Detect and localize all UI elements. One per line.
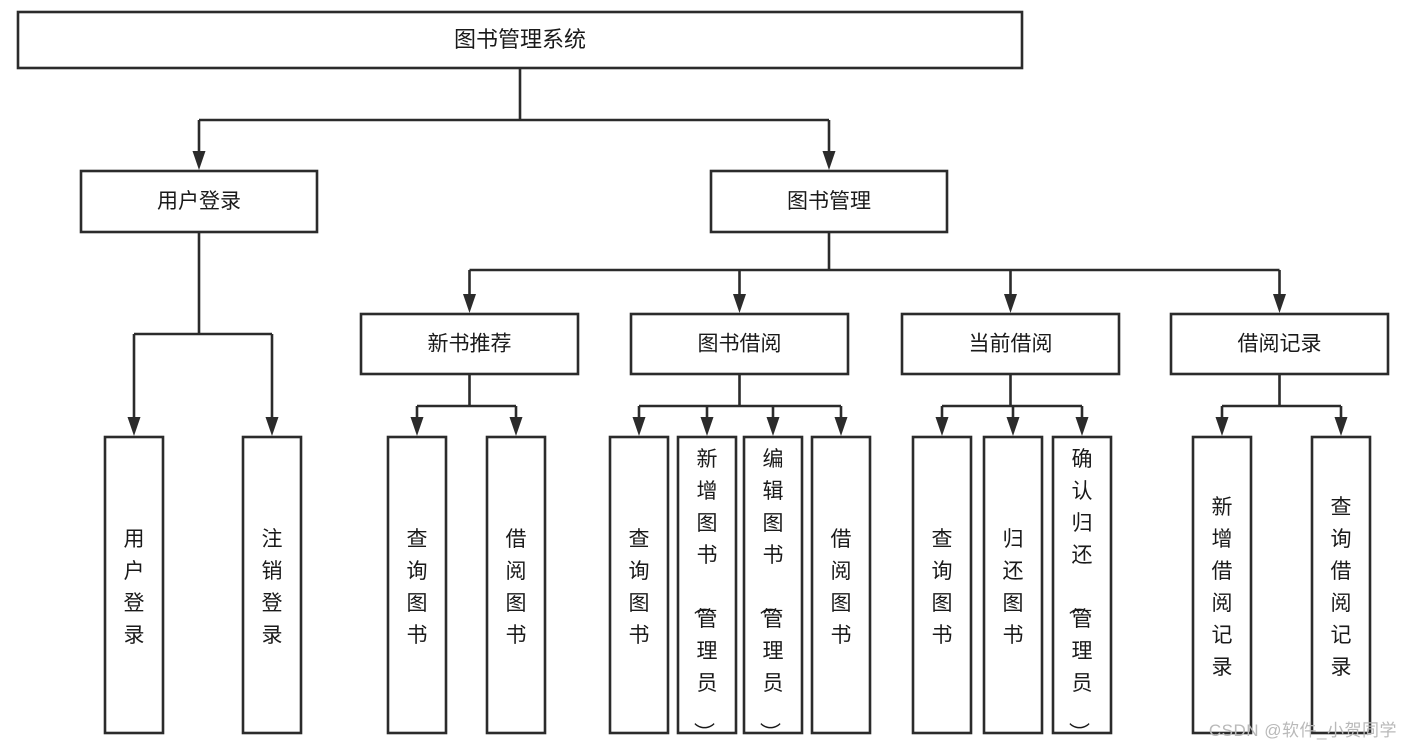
node-book-borrow[interactable]: 图书借阅	[629, 312, 850, 376]
node-box	[608, 435, 670, 735]
node-leaf-user-login[interactable]: 用户登录	[103, 435, 165, 735]
node-box	[676, 435, 738, 735]
node-new-book-rec[interactable]: 新书推荐	[359, 312, 580, 376]
node-label: 用户登录	[124, 528, 145, 647]
arrow-head-icon	[822, 151, 836, 170]
arrow-head-icon	[733, 294, 746, 313]
node-label: 查询图书	[932, 528, 953, 647]
node-box	[79, 169, 319, 234]
node-label: 用户登录	[157, 190, 241, 213]
node-leaf-confirm-return[interactable]: 确认归还（管理员）	[1051, 435, 1113, 743]
connector-current-borrow-to-leaves	[935, 374, 1089, 436]
arrow-head-icon	[935, 417, 949, 436]
node-leaf-edit-book[interactable]: 编辑图书（管理员）	[742, 435, 804, 743]
node-leaf-add-record[interactable]: 新增借阅记录	[1191, 435, 1253, 735]
arrow-head-icon	[509, 417, 523, 436]
node-label: 图书管理	[787, 190, 871, 213]
arrow-head-icon	[127, 417, 141, 436]
arrow-head-icon	[700, 417, 714, 436]
node-book-manage[interactable]: 图书管理	[709, 169, 949, 234]
nodes-layer: 图书管理系统用户登录图书管理新书推荐图书借阅当前借阅借阅记录用户登录注销登录查询…	[16, 10, 1390, 743]
arrow-head-icon	[1004, 294, 1017, 313]
node-box	[1169, 312, 1390, 376]
node-box	[1051, 435, 1113, 735]
node-box	[16, 10, 1024, 70]
node-leaf-query-book-borrow[interactable]: 查询图书	[608, 435, 670, 735]
node-label: 新书推荐	[428, 333, 512, 356]
node-box	[241, 435, 303, 735]
node-leaf-borrow-book-rec[interactable]: 借阅图书	[485, 435, 547, 735]
node-box	[359, 312, 580, 376]
arrow-head-icon	[463, 294, 476, 313]
node-label: 查询图书	[407, 528, 428, 647]
node-label: 新增图书（管理员）	[692, 448, 718, 743]
arrow-head-icon	[192, 151, 206, 170]
node-box	[982, 435, 1044, 735]
node-label: 借阅图书	[506, 528, 527, 647]
node-box	[1191, 435, 1253, 735]
node-box	[911, 435, 973, 735]
node-label: 借阅图书	[831, 528, 852, 647]
node-label: 当前借阅	[969, 333, 1053, 356]
arrow-head-icon	[410, 417, 424, 436]
arrow-head-icon	[1215, 417, 1229, 436]
node-label: 注销登录	[262, 528, 283, 647]
connector-book-borrow-to-leaves	[632, 374, 848, 436]
node-label: 确认归还（管理员）	[1067, 448, 1093, 743]
node-box	[386, 435, 448, 735]
connector-book-manage-to-level3	[463, 232, 1286, 313]
node-label: 查询借阅记录	[1331, 496, 1352, 679]
arrow-head-icon	[1273, 294, 1286, 313]
arrow-head-icon	[632, 417, 646, 436]
arrow-head-icon	[834, 417, 848, 436]
connector-user-login-to-leaves	[127, 232, 279, 436]
arrow-head-icon	[1334, 417, 1348, 436]
node-leaf-query-book-cur[interactable]: 查询图书	[911, 435, 973, 735]
connectors-layer	[127, 68, 1348, 436]
node-box	[742, 435, 804, 735]
arrow-head-icon	[766, 417, 780, 436]
node-label: 归还图书	[1003, 528, 1024, 647]
node-box	[103, 435, 165, 735]
node-box	[629, 312, 850, 376]
node-root[interactable]: 图书管理系统	[16, 10, 1024, 70]
node-label: 编辑图书（管理员）	[758, 448, 784, 743]
arrow-head-icon	[265, 417, 279, 436]
node-label: 借阅记录	[1238, 333, 1322, 356]
connector-borrow-record-to-leaves	[1215, 374, 1348, 436]
node-box	[1310, 435, 1372, 735]
node-leaf-return-book[interactable]: 归还图书	[982, 435, 1044, 735]
node-current-borrow[interactable]: 当前借阅	[900, 312, 1121, 376]
node-box	[709, 169, 949, 234]
node-borrow-record[interactable]: 借阅记录	[1169, 312, 1390, 376]
arrow-head-icon	[1006, 417, 1020, 436]
node-box	[485, 435, 547, 735]
node-leaf-query-record[interactable]: 查询借阅记录	[1310, 435, 1372, 735]
node-label: 查询图书	[629, 528, 650, 647]
connector-root-to-level2	[192, 68, 836, 170]
node-leaf-borrow-book[interactable]: 借阅图书	[810, 435, 872, 735]
node-box	[900, 312, 1121, 376]
node-leaf-add-book[interactable]: 新增图书（管理员）	[676, 435, 738, 743]
node-label: 新增借阅记录	[1212, 496, 1233, 679]
node-user-login[interactable]: 用户登录	[79, 169, 319, 234]
arrow-head-icon	[1075, 417, 1089, 436]
node-label: 图书管理系统	[454, 27, 586, 52]
node-leaf-query-book-rec[interactable]: 查询图书	[386, 435, 448, 735]
connector-new-book-rec-to-leaves	[410, 374, 523, 436]
node-label: 图书借阅	[698, 333, 782, 356]
node-box	[810, 435, 872, 735]
node-leaf-logout[interactable]: 注销登录	[241, 435, 303, 735]
